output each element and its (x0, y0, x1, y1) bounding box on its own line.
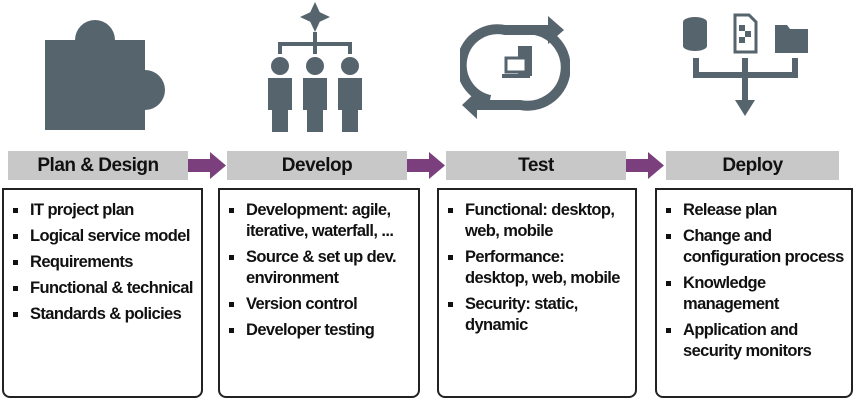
list-item: Logical service model (13, 226, 195, 247)
list-item: Release plan (666, 200, 845, 221)
stage-box-test: Functional: desktop, web, mobile Perform… (437, 188, 637, 398)
team-hierarchy-icon (268, 2, 362, 132)
list-item: Application and security monitors (666, 320, 845, 362)
arrow-right-icon (626, 152, 664, 179)
list-item: Knowledge management (666, 273, 845, 315)
list-item: Standards & policies (13, 304, 195, 325)
list-item: Development: agile, iterative, waterfall… (229, 200, 412, 242)
test-cycle-icon (460, 16, 570, 119)
list-item: Developer testing (229, 320, 412, 341)
list-item: Functional & technical (13, 278, 195, 299)
list-item: Change and configuration process (666, 227, 844, 266)
list-item: Requirements (13, 252, 195, 273)
list-item: IT project plan (13, 200, 195, 221)
list-item: Source & set up dev. environment (229, 247, 412, 289)
puzzle-icon (45, 20, 165, 130)
stage-header-plan-design: Plan & Design (8, 151, 188, 180)
stage-header-test: Test (446, 151, 626, 180)
list-item: Security: static, dynamic (448, 294, 629, 336)
arrow-right-icon (188, 152, 226, 179)
arrow-right-icon (407, 152, 445, 179)
stage-box-plan-design: IT project plan Logical service model Re… (2, 188, 203, 398)
stage-box-deploy: Release plan Change and configuration pr… (655, 188, 853, 398)
stage-header-develop: Develop (227, 151, 407, 180)
list-item: Functional: desktop, web, mobile (448, 200, 629, 242)
stage-header-deploy: Deploy (666, 151, 839, 180)
stage-box-develop: Development: agile, iterative, waterfall… (218, 188, 420, 398)
deploy-distribution-icon (683, 13, 808, 116)
list-item: Version control (229, 294, 412, 315)
list-item: Performance: desktop, web, mobile (448, 247, 629, 289)
